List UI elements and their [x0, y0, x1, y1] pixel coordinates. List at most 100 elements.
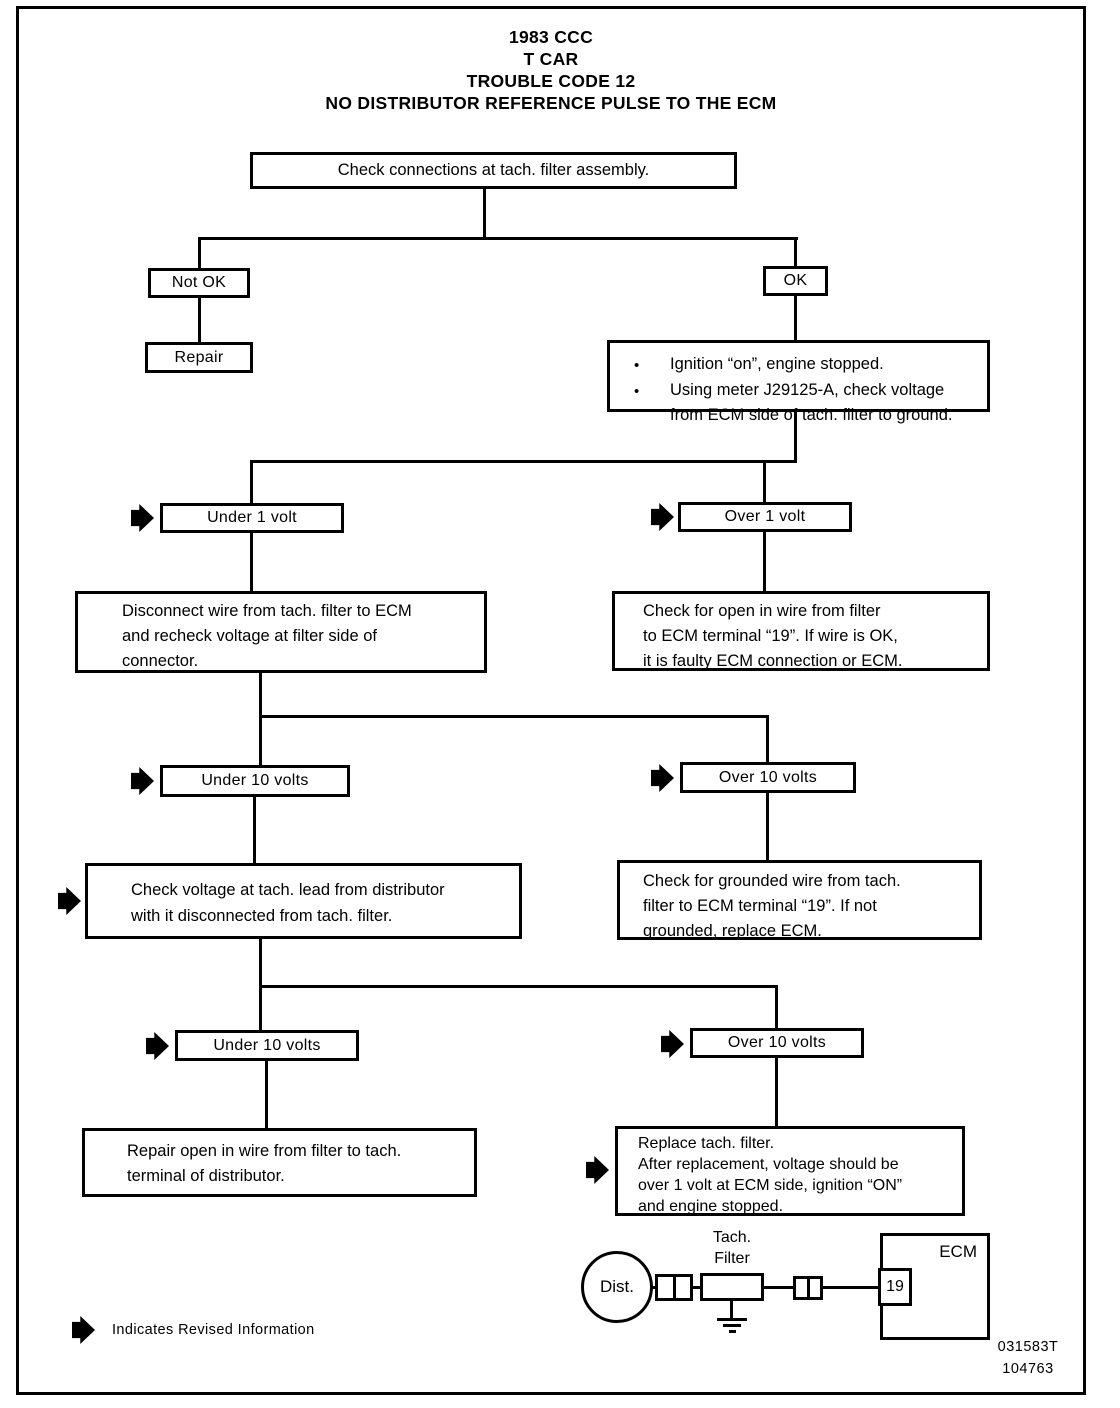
- connector-line: [198, 298, 201, 342]
- title-line-2: T CAR: [523, 49, 579, 69]
- flow-box-check-connections-text: Check connections at tach. filter assemb…: [337, 161, 650, 179]
- decision-under-10-volts-2: Under 10 volts: [175, 1030, 359, 1061]
- decision-under-10-volts-2-label: Under 10 volts: [213, 1036, 321, 1054]
- flow-box-disconnect-wire: Disconnect wire from tach. filter to ECM…: [75, 591, 487, 673]
- flow-text-line: grounded, replace ECM.: [643, 922, 822, 940]
- decision-over-10-volts-2-label: Over 10 volts: [727, 1034, 827, 1051]
- bullet-item: • Using meter J29125-A, check voltage fr…: [634, 378, 979, 428]
- decision-over-10-volts-1: Over 10 volts: [680, 762, 856, 793]
- title-line-1: 1983 CCC: [508, 27, 594, 47]
- decision-over-10-volts-1-label: Over 10 volts: [718, 768, 818, 786]
- flow-box-repair-label: Repair: [174, 348, 224, 366]
- bullet-item-text-line: from ECM side of tach. filter to ground.: [670, 406, 953, 424]
- bullet-item-text: Ignition “on”, engine stopped.: [670, 355, 884, 373]
- flow-box-replace-tach-filter: Replace tach. filter. After replacement,…: [615, 1126, 965, 1216]
- decision-ok: OK: [763, 266, 828, 296]
- flow-box-check-grounded-wire: Check for grounded wire from tach. filte…: [617, 860, 982, 940]
- bullet-icon: •: [634, 383, 640, 400]
- wire-line: [691, 1286, 702, 1289]
- bullet-item: • Ignition “on”, engine stopped.: [634, 352, 979, 378]
- flow-box-check-connections: Check connections at tach. filter assemb…: [250, 152, 737, 189]
- decision-under-1-volt-label: Under 1 volt: [207, 509, 297, 526]
- connector-line: [763, 532, 766, 591]
- ground-icon: [729, 1330, 736, 1333]
- terminal-19-label: 19: [886, 1278, 904, 1295]
- title-line-3: TROUBLE CODE 12: [466, 71, 636, 91]
- flow-text-line: Check for open in wire from filter: [643, 602, 881, 620]
- page-title: 1983 CCC T CAR TROUBLE CODE 12 NO DISTRI…: [16, 26, 1086, 114]
- wire-line: [821, 1286, 880, 1289]
- flow-text-line: Disconnect wire from tach. filter to ECM: [122, 602, 412, 620]
- flow-text-line: and recheck voltage at filter side of: [122, 627, 377, 645]
- decision-over-1-volt: Over 1 volt: [678, 502, 852, 532]
- flow-box-repair-open-wire: Repair open in wire from filter to tach.…: [82, 1128, 477, 1197]
- ground-icon: [730, 1301, 733, 1318]
- flow-text-line: Replace tach. filter.: [638, 1135, 775, 1152]
- connector-line: [775, 985, 778, 1028]
- tach-filter-label-line: Tach.: [712, 1229, 752, 1246]
- flow-text-line: After replacement, voltage should be: [638, 1156, 899, 1173]
- flow-box-repair: Repair: [145, 342, 253, 373]
- connector-divider: [806, 1279, 810, 1297]
- connector-line: [250, 533, 253, 591]
- connector-line: [766, 793, 769, 860]
- tach-filter-box: [700, 1273, 764, 1301]
- connector-line: [259, 985, 262, 1030]
- document-codes: 031583T 104763: [988, 1336, 1068, 1380]
- connector-line: [250, 460, 253, 503]
- decision-ok-label: OK: [783, 272, 808, 289]
- connector-line: [259, 985, 778, 988]
- connector-icon: [793, 1276, 823, 1300]
- revision-legend: Indicates Revised Information: [112, 1322, 315, 1338]
- flow-text-line: over 1 volt at ECM side, ignition “ON”: [638, 1177, 903, 1194]
- connector-line: [794, 237, 797, 266]
- connector-line: [259, 715, 769, 718]
- bullet-icon: •: [634, 357, 640, 374]
- connector-line: [763, 460, 766, 502]
- decision-under-10-volts-1-label: Under 10 volts: [201, 772, 309, 789]
- wire-line: [650, 1286, 657, 1289]
- connector-line: [794, 412, 797, 460]
- connector-line: [483, 188, 486, 237]
- document-code-2: 104763: [1002, 1361, 1054, 1377]
- distributor-label: Dist.: [600, 1277, 634, 1296]
- connector-line: [250, 460, 797, 463]
- connector-line: [766, 715, 769, 762]
- ground-icon: [723, 1324, 741, 1327]
- tach-filter-label: Tach. Filter: [697, 1227, 767, 1269]
- title-line-4: NO DISTRIBUTOR REFERENCE PULSE TO THE EC…: [325, 93, 777, 113]
- distributor-circle: Dist.: [581, 1251, 653, 1323]
- connector-divider: [672, 1277, 676, 1298]
- flow-text-line: to ECM terminal “19”. If wire is OK,: [643, 627, 898, 645]
- decision-not-ok-label: Not OK: [171, 274, 227, 291]
- flow-text-line: Check for grounded wire from tach.: [643, 872, 901, 890]
- page-frame: [16, 6, 1086, 1395]
- connector-line: [259, 673, 262, 715]
- ground-icon: [717, 1318, 747, 1321]
- flow-text-line: with it disconnected from tach. filter.: [131, 907, 393, 925]
- flow-box-check-voltage-tach-lead: Check voltage at tach. lead from distrib…: [85, 863, 522, 939]
- flow-text-line: terminal of distributor.: [127, 1167, 285, 1185]
- bullet-item-text: Using meter J29125-A, check voltage from…: [670, 378, 952, 428]
- connector-line: [198, 237, 201, 268]
- connector-line: [198, 237, 798, 240]
- decision-over-10-volts-2: Over 10 volts: [690, 1028, 864, 1058]
- flow-text-line: Check voltage at tach. lead from distrib…: [131, 881, 445, 899]
- decision-not-ok: Not OK: [148, 268, 250, 298]
- connector-line: [259, 939, 262, 985]
- connector-line: [253, 797, 256, 863]
- bullet-item-text-line: Using meter J29125-A, check voltage: [670, 381, 945, 399]
- decision-under-1-volt: Under 1 volt: [160, 503, 344, 533]
- flow-text-line: connector.: [122, 652, 199, 670]
- ecm-label: ECM: [939, 1242, 977, 1261]
- connector-line: [259, 715, 262, 765]
- flow-box-ignition-check: • Ignition “on”, engine stopped. • Using…: [607, 340, 990, 424]
- flow-text-line: filter to ECM terminal “19”. If not: [643, 897, 877, 915]
- flow-text-line: and engine stopped.: [638, 1198, 784, 1215]
- connector-icon: [655, 1274, 693, 1301]
- flow-text-line: it is faulty ECM connection or ECM.: [643, 652, 903, 670]
- wire-line: [762, 1286, 793, 1289]
- connector-line: [794, 296, 797, 340]
- terminal-19-box: 19: [878, 1268, 912, 1306]
- decision-under-10-volts-1: Under 10 volts: [160, 765, 350, 797]
